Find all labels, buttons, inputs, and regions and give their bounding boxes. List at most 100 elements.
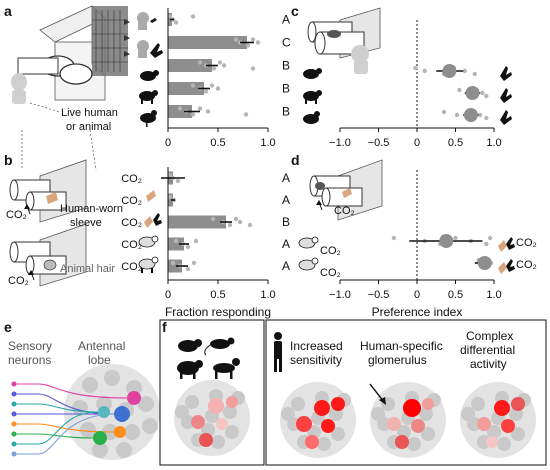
glomerulus-e-0 xyxy=(82,377,98,393)
neuron-axon-7 xyxy=(16,413,117,455)
point-b-0-0 xyxy=(167,172,173,178)
activity-glom-1-7 xyxy=(317,437,331,451)
activity-glom-1-0 xyxy=(291,397,305,411)
point-a-2-2 xyxy=(211,66,217,71)
olfactometer-illustration-d xyxy=(309,159,383,221)
olfactometer-illustration-b xyxy=(9,159,87,287)
point-a-3-0 xyxy=(190,83,196,88)
sheep-outline-icon-d xyxy=(298,236,319,249)
active-glom-3-4 xyxy=(511,397,525,411)
point-b-3-2 xyxy=(185,244,191,250)
point-a-4-4 xyxy=(205,109,211,114)
human-silhouette-icon-f xyxy=(274,332,282,372)
live-human-label-line2: or animal xyxy=(66,121,111,133)
point-b-4-3 xyxy=(191,260,197,266)
point-b-4-2 xyxy=(185,266,191,272)
significance-letter-a-3: B xyxy=(282,82,290,96)
activity-glom-3-7 xyxy=(497,437,511,451)
human-silhouette-icon xyxy=(137,12,157,30)
co2-label-d-illustration: CO₂ xyxy=(334,205,355,217)
point-b-3-0 xyxy=(173,238,179,244)
point-a-0-0 xyxy=(167,14,173,19)
co2-label-b-bottom: CO₂ xyxy=(8,275,29,287)
point-a-1-3 xyxy=(250,37,256,42)
point-a-3-3 xyxy=(209,83,215,88)
sensory-neuron-7 xyxy=(11,451,17,457)
complex-activity-label-line2: differential xyxy=(460,343,515,357)
activity-glom-2-5 xyxy=(421,427,435,441)
activity-glom-3-5 xyxy=(511,427,525,441)
activity-glom-0-0 xyxy=(185,395,199,409)
x-tick-label-d-0: −1.0 xyxy=(329,289,351,301)
x-tick-label-a-2: 1.0 xyxy=(260,137,275,149)
antennal-lobe-wiring-diagram xyxy=(11,364,160,460)
antennal-lobe-label-line1: Antennal xyxy=(78,339,125,353)
sensory-neurons-label-line1: Sensory xyxy=(8,339,52,353)
sensory-neuron-4 xyxy=(11,421,17,427)
guinea-pig-icon-f xyxy=(178,339,202,352)
activity-glom-2-7 xyxy=(407,437,421,451)
bar-b-3 xyxy=(168,237,184,251)
point-d-0-6 xyxy=(487,235,493,241)
active-glom-2-1 xyxy=(387,417,401,431)
human-hand-icon-c xyxy=(500,66,512,125)
co2-label-d-row2-left: CO₂ xyxy=(320,267,341,279)
point-a-2-4 xyxy=(221,63,227,68)
neuron-axon-6 xyxy=(16,411,99,445)
row-prefix-b-0: CO₂ xyxy=(121,173,142,185)
point-c-1-4 xyxy=(480,90,485,96)
active-glom-3-0 xyxy=(494,400,510,416)
activity-glom-1-10 xyxy=(281,407,295,421)
significance-letter-b-2: B xyxy=(282,215,290,229)
panel-label-e: e xyxy=(4,319,12,335)
point-a-3-4 xyxy=(215,86,221,91)
active-glom-1-1 xyxy=(296,416,312,432)
glomerulus-e-12 xyxy=(116,442,132,458)
guinea-pig-icon-c xyxy=(303,68,322,79)
significance-letter-a-0: A xyxy=(282,13,290,27)
co2-label-d-row1-right: CO₂ xyxy=(516,237,537,249)
antennal-lobe-label-line2: lobe xyxy=(88,353,111,367)
glomerulus-e-2 xyxy=(126,380,142,396)
x-tick-label-c-4: 1.0 xyxy=(486,137,501,149)
active-glom-1-3 xyxy=(305,435,319,449)
point-a-0-3 xyxy=(190,14,196,19)
point-c-2-0 xyxy=(441,109,447,115)
x-tick-label-c-3: 0.5 xyxy=(448,137,463,149)
x-tick-label-c-1: −0.5 xyxy=(368,137,390,149)
point-b-0-2 xyxy=(175,178,181,184)
activity-glom-0-2 xyxy=(223,405,237,419)
x-tick-label-d-2: 0 xyxy=(414,289,420,301)
increased-sensitivity-label-line1: Increased xyxy=(290,339,343,353)
sleeve-hand-icon-d xyxy=(498,237,515,274)
human-with-hand-icon xyxy=(137,40,163,58)
activity-glom-3-0 xyxy=(471,397,485,411)
glomerulus-e-9 xyxy=(124,424,140,440)
x-tick-label-d-1: −0.5 xyxy=(368,289,390,301)
mean-marker-d-1 xyxy=(477,256,492,270)
active-glom-2-3 xyxy=(395,435,409,449)
sheep-icon-c xyxy=(303,90,322,104)
sheep-icon-f xyxy=(177,360,203,379)
activity-glom-3-10 xyxy=(461,407,475,421)
point-c-0-0 xyxy=(413,65,418,71)
complex-activity-label-line1: Complex xyxy=(466,329,513,343)
point-b-2-0 xyxy=(210,216,216,222)
stimulus-icons-c xyxy=(303,66,512,125)
neuron-axon-5 xyxy=(16,433,95,439)
glomerulus-orange xyxy=(114,426,126,438)
significance-letter-a-1: C xyxy=(282,36,291,50)
point-c-0-4 xyxy=(462,68,467,74)
panel-f-human-box xyxy=(265,319,547,466)
point-b-2-2 xyxy=(227,222,233,228)
x-tick-label-b-2: 1.0 xyxy=(260,289,275,301)
activity-glom-0-5 xyxy=(225,425,239,439)
active-glom-0-4 xyxy=(226,396,238,408)
bar-a-1 xyxy=(168,36,247,49)
neuron-axon-2 xyxy=(16,403,99,413)
glomerulus-teal xyxy=(98,406,110,418)
point-a-4-3 xyxy=(197,106,203,111)
panel-label-a: a xyxy=(4,3,12,19)
